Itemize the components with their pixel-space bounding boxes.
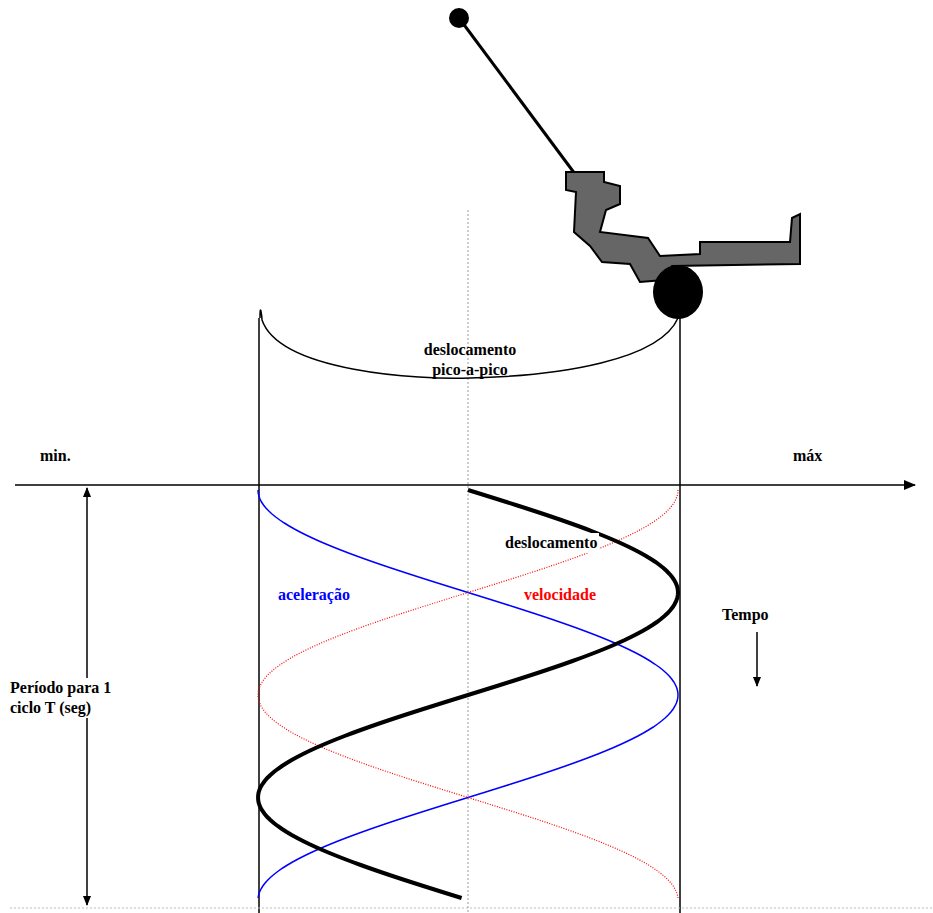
stylus-pivot — [449, 8, 469, 28]
stylus-body — [566, 172, 800, 282]
stylus-arm — [459, 18, 578, 178]
velocity-curve — [258, 490, 678, 898]
period-end-line — [10, 908, 933, 909]
stylus-tip — [653, 265, 703, 319]
displacement-curve — [258, 490, 678, 898]
center-line — [468, 210, 469, 913]
time-label: Tempo — [722, 605, 769, 625]
displacement-label: deslocamento — [503, 533, 599, 553]
peak-to-peak-label: deslocamento pico-a-pico — [405, 340, 535, 380]
period-label: Período para 1 ciclo T (seg) — [8, 678, 132, 718]
min-bound — [258, 318, 260, 913]
displacement-axis — [15, 484, 915, 486]
velocity-label: velocidade — [522, 585, 598, 605]
acceleration-label: aceleração — [276, 585, 352, 605]
time-arrow — [756, 632, 758, 686]
max-label: máx — [793, 446, 822, 466]
min-label: min. — [40, 446, 71, 466]
max-bound — [679, 318, 681, 913]
acceleration-curve — [258, 490, 678, 898]
